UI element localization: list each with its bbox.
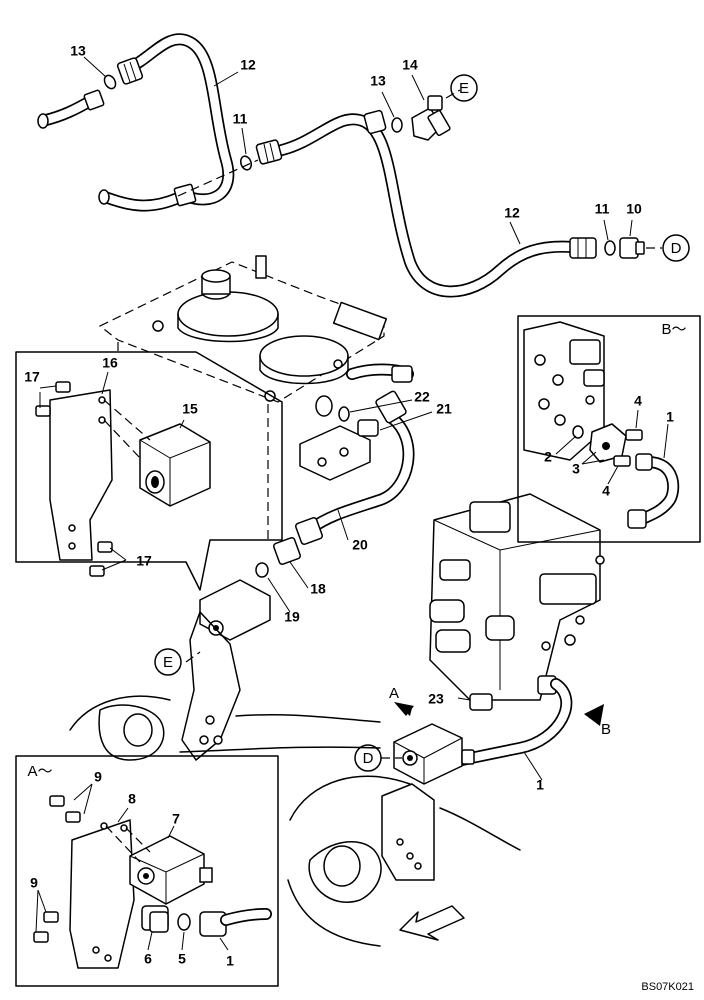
view-arrows	[394, 702, 604, 726]
arrow-a-label: A	[389, 685, 399, 702]
callout-6: 6	[144, 951, 152, 967]
ref-d-top: D	[671, 240, 682, 257]
upper-hose-assembly	[37, 33, 662, 298]
ref-e-top: E	[459, 80, 469, 97]
callout-11-top-left: 11	[233, 111, 248, 127]
callout-17-bottom: 17	[136, 553, 152, 569]
callout-23: 23	[428, 691, 444, 707]
callout-17-top: 17	[24, 369, 40, 385]
callout-8: 8	[128, 791, 136, 807]
view-a-heading: A～	[27, 763, 52, 780]
middle-hose-assembly	[199, 390, 433, 641]
view-letters: A B A～ B～	[27, 321, 686, 780]
callout-15: 15	[182, 401, 198, 417]
callout-11-right: 11	[595, 201, 610, 217]
direction-arrow	[399, 905, 465, 941]
callout-14: 14	[402, 57, 418, 73]
control-valve	[429, 493, 605, 711]
callout-9-bottom: 9	[30, 875, 38, 891]
callout-9-top: 9	[94, 769, 102, 785]
callout-4-bottom: 4	[602, 483, 610, 499]
tank-outline	[98, 255, 414, 540]
callout-20: 20	[352, 537, 368, 553]
callout-1-detail-b: 1	[666, 409, 674, 425]
callout-16: 16	[102, 355, 118, 371]
callout-1-main: 1	[536, 777, 544, 793]
callout-1-detail-a: 1	[226, 953, 234, 969]
view-b-heading: B～	[661, 321, 686, 338]
callout-18: 18	[310, 581, 326, 597]
callout-2: 2	[544, 449, 552, 465]
ref-e-mid: E	[163, 654, 173, 671]
callout-labels: 13 12 11 13 14 12 11 10 16 17 15 17 22 2…	[24, 43, 674, 969]
callout-10: 10	[626, 201, 642, 217]
figure-reference-code: BS07K021	[641, 981, 694, 993]
callout-3: 3	[572, 461, 580, 477]
callout-12-right: 12	[504, 205, 520, 221]
callout-19: 19	[284, 609, 300, 625]
callout-13-top-left: 13	[70, 43, 86, 59]
callout-12-top-left: 12	[240, 57, 256, 73]
detail-b-box	[517, 315, 701, 543]
callout-7: 7	[172, 811, 180, 827]
detail-a-box	[15, 755, 279, 987]
detail-box-bracket	[15, 351, 283, 591]
callout-21: 21	[436, 401, 452, 417]
callout-13-top-right: 13	[370, 73, 386, 89]
callout-5: 5	[178, 951, 186, 967]
arrow-b-label: B	[601, 721, 611, 738]
callout-4-top: 4	[634, 393, 642, 409]
hose-1-assembly	[287, 678, 573, 947]
ref-d-mid: D	[363, 750, 374, 767]
circled-refs: E D E D	[154, 74, 690, 772]
mid-frame	[69, 611, 381, 761]
callout-22: 22	[414, 389, 430, 405]
